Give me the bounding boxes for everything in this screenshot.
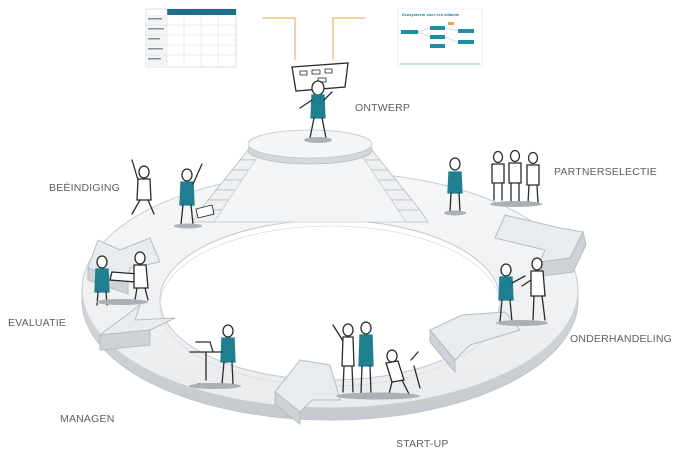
label-evaluatie: EVALUATIE	[8, 317, 67, 329]
label-ontwerp: ONTWERP	[355, 102, 411, 114]
managen-figure	[189, 324, 241, 389]
label-startup: START-UP	[396, 438, 449, 450]
evaluatie-figures	[94, 251, 149, 306]
ontwerp-platform	[191, 129, 429, 223]
partnerselectie-figures	[444, 149, 542, 216]
beeindiging-figures	[131, 159, 215, 229]
label-onderhandeling: ONDERHANDELING	[570, 333, 672, 345]
ecosystem-document-title: Ecosysteem voor een alliantie	[402, 12, 460, 17]
startup-figures	[332, 321, 421, 400]
label-managen: MANAGEN	[60, 413, 115, 425]
ecosystem-document	[397, 8, 483, 68]
label-partnerselectie: PARTNERSELECTIE	[554, 166, 657, 178]
onderhandeling-figures	[496, 257, 548, 326]
label-beeindiging: BEËINDIGING	[49, 182, 121, 194]
document-leader-lines	[262, 17, 365, 60]
stick-figures	[94, 62, 548, 400]
partner-matrix-document	[145, 8, 237, 68]
designer-figure	[291, 62, 349, 143]
